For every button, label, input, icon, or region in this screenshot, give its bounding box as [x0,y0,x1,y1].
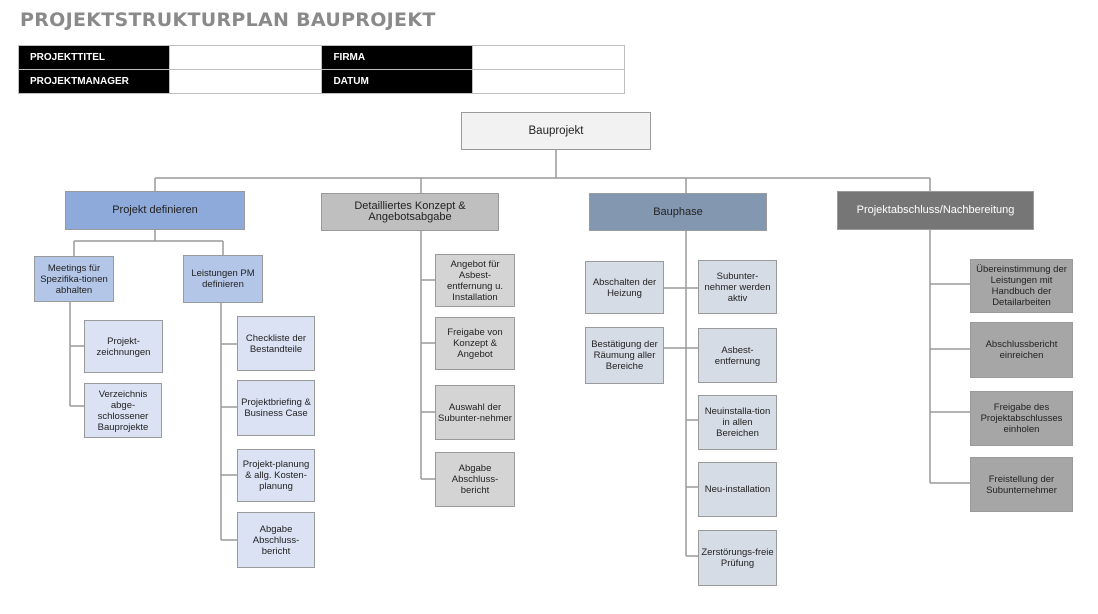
task-node-label: Subunter-nehmer werden aktiv [704,270,771,304]
task-node: Verzeichnis abge-schlossener Bauprojekte [84,383,162,438]
group-node-2: Leistungen PM definieren [183,255,263,303]
task-node-label: Übereinstimmung der Leistungen mit Handb… [976,264,1067,308]
task-node: Freigabe des Projektabschlusses einholen [970,391,1073,446]
task-node: Abgabe Abschluss-bericht [237,512,315,568]
date-field[interactable] [471,69,626,94]
task-node-label: Abschalten der Heizung [592,276,657,299]
task-node: Neu-installation [698,462,777,517]
group-node-2-label: Leistungen PM definieren [191,268,255,290]
task-node-label: Freigabe des Projektabschlusses einholen [980,402,1063,435]
phase-node-4: Projektabschluss/Nachbereitung [837,191,1034,230]
phase-node-3: Bauphase [589,193,767,231]
task-node-label: Angebot für Asbest-entfernung u. Install… [447,258,503,303]
root-node: Bauprojekt [461,112,651,150]
task-node-label: Projektbriefing & Business Case [241,397,311,419]
task-node: Abgabe Abschluss-bericht [435,452,515,507]
task-node: Freistellung der Subunternehmer [970,457,1073,512]
company-label: FIRMA [321,45,473,70]
date-label: DATUM [321,69,473,94]
task-node-label: Abgabe Abschluss-bericht [252,523,300,557]
task-node-label: Zerstörungs-freie Prüfung [701,547,774,569]
page-title: PROJEKTSTRUKTURPLAN BAUPROJEKT [20,9,436,31]
task-node-label: Projekt-planung & allg. Kosten-planung [242,459,310,492]
task-node: Checkliste der Bestandteile [237,316,315,371]
phase-node-2: Detailliertes Konzept & Angebotsabgabe [321,193,499,231]
task-node: Freigabe von Konzept & Angebot [435,317,515,370]
group-node-1: Meetings für Spezifika-tionen abhalten [34,256,114,302]
phase-node-2-label: Detailliertes Konzept & Angebotsabgabe [354,200,466,223]
task-node: Subunter-nehmer werden aktiv [698,260,777,314]
task-node: Abschalten der Heizung [585,261,664,314]
phase-node-3-label: Bauphase [653,205,703,218]
root-node-label: Bauprojekt [528,124,584,137]
task-node: Auswahl der Subunter-nehmer [435,385,515,440]
task-node-label: Auswahl der Subunter-nehmer [438,401,512,424]
task-node: Projekt-zeichnungen [84,320,163,373]
task-node-label: Asbest-entfernung [714,344,761,367]
task-node: Übereinstimmung der Leistungen mit Handb… [970,259,1073,313]
phase-node-1-label: Projekt definieren [112,204,198,216]
task-node-label: Freistellung der Subunternehmer [986,473,1057,496]
company-field[interactable] [471,45,626,70]
phase-node-1: Projekt definieren [65,191,245,230]
task-node: Bestätigung der Räumung aller Bereiche [585,327,664,384]
task-node: Projekt-planung & allg. Kosten-planung [237,449,315,502]
project-title-field[interactable] [169,45,323,70]
task-node: Angebot für Asbest-entfernung u. Install… [435,254,515,307]
group-node-1-label: Meetings für Spezifika-tionen abhalten [40,262,108,296]
task-node: Abschlussbericht einreichen [970,322,1073,378]
task-node-label: Projekt-zeichnungen [96,335,151,358]
task-node-label: Abgabe Abschluss-bericht [451,463,499,496]
task-node: Neuinstalla-tion in allen Bereichen [698,395,777,450]
project-manager-field[interactable] [169,69,323,94]
task-node-label: Verzeichnis abge-schlossener Bauprojekte [97,388,149,433]
task-node: Zerstörungs-freie Prüfung [698,530,777,586]
task-node-label: Checkliste der Bestandteile [245,332,307,355]
project-info-table: PROJEKTTITEL FIRMA PROJEKTMANAGER DATUM [17,45,626,94]
task-node-label: Abschlussbericht einreichen [985,339,1058,361]
task-node: Asbest-entfernung [698,328,777,383]
task-node: Projektbriefing & Business Case [237,380,315,436]
task-node-label: Neuinstalla-tion in allen Bereichen [704,406,771,439]
task-node-label: Freigabe von Konzept & Angebot [447,327,503,360]
task-node-label: Neu-installation [704,484,771,495]
phase-node-4-label: Projektabschluss/Nachbereitung [856,204,1015,216]
project-manager-label: PROJEKTMANAGER [17,69,171,94]
task-node-label: Bestätigung der Räumung aller Bereiche [591,339,658,372]
